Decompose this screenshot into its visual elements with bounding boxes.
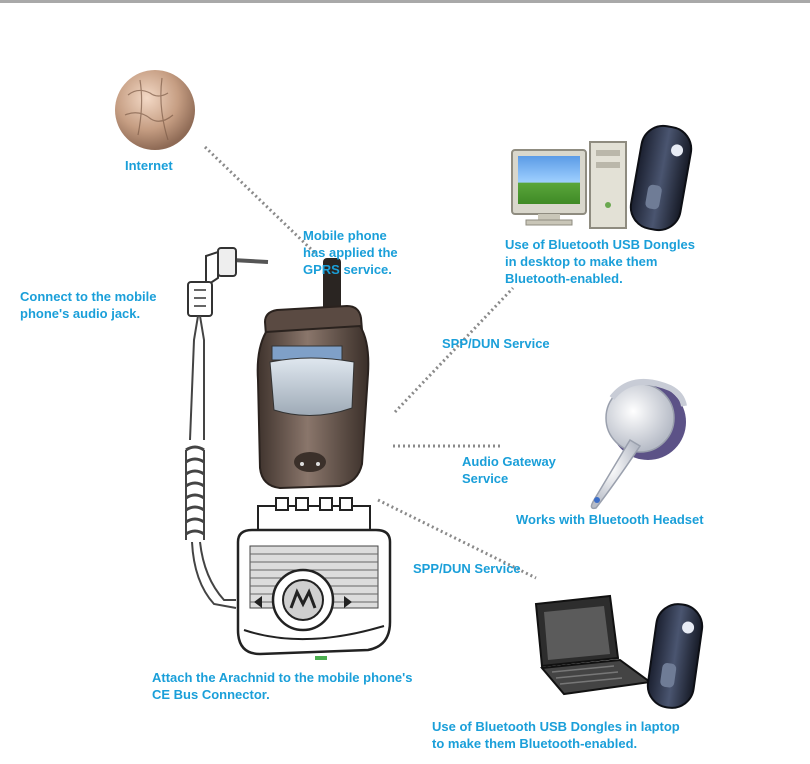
label-line: in desktop to make them bbox=[505, 254, 658, 269]
label-spp-dun-bottom: SPP/DUN Service bbox=[413, 561, 521, 576]
label-line: to make them Bluetooth-enabled. bbox=[432, 736, 638, 751]
label-spp-dun-top: SPP/DUN Service bbox=[442, 336, 550, 351]
laptop-icon bbox=[534, 594, 653, 696]
connector-phone-desktop bbox=[393, 286, 515, 414]
label-line: has applied the bbox=[303, 245, 398, 260]
usb-dongle-icon bbox=[629, 124, 693, 232]
arachnid-adapter-icon bbox=[236, 497, 392, 660]
label-laptop-dongles: Use of Bluetooth USB Dongles in laptop t… bbox=[432, 718, 680, 752]
label-arachnid: Attach the Arachnid to the mobile phone'… bbox=[152, 669, 412, 703]
label-audio-jack: Connect to the mobile phone's audio jack… bbox=[20, 288, 157, 322]
label-internet: Internet bbox=[125, 158, 173, 173]
label-headset: Works with Bluetooth Headset bbox=[516, 512, 704, 527]
label-line: GPRS service. bbox=[303, 262, 392, 277]
label-gprs-service: Mobile phone has applied the GPRS servic… bbox=[303, 227, 398, 278]
connector-internet-phone bbox=[203, 145, 317, 255]
label-line: Connect to the mobile bbox=[20, 289, 157, 304]
globe-icon bbox=[115, 70, 195, 150]
label-audio-gateway: Audio Gateway Service bbox=[462, 453, 556, 487]
motorola-phone-icon bbox=[256, 258, 370, 490]
bluetooth-headset-icon bbox=[590, 379, 687, 510]
label-line: Use of Bluetooth USB Dongles in laptop bbox=[432, 719, 680, 734]
label-line: CE Bus Connector. bbox=[152, 687, 270, 702]
usb-dongle-icon bbox=[646, 603, 704, 709]
connector-lines bbox=[203, 145, 537, 580]
label-desktop-dongles: Use of Bluetooth USB Dongles in desktop … bbox=[505, 236, 695, 287]
connector-phone-laptop bbox=[377, 498, 537, 580]
audio-cable bbox=[185, 315, 237, 609]
desktop-computer-icon bbox=[511, 141, 627, 229]
top-border bbox=[0, 0, 810, 3]
label-line: Audio Gateway bbox=[462, 454, 556, 469]
label-line: Mobile phone bbox=[303, 228, 387, 243]
audio-plug-icon bbox=[187, 247, 269, 317]
label-line: Attach the Arachnid to the mobile phone'… bbox=[152, 670, 413, 685]
label-line: Service bbox=[462, 471, 509, 486]
label-line: Bluetooth-enabled. bbox=[505, 271, 623, 286]
label-line: Use of Bluetooth USB Dongles bbox=[505, 237, 695, 252]
label-line: phone's audio jack. bbox=[20, 306, 141, 321]
